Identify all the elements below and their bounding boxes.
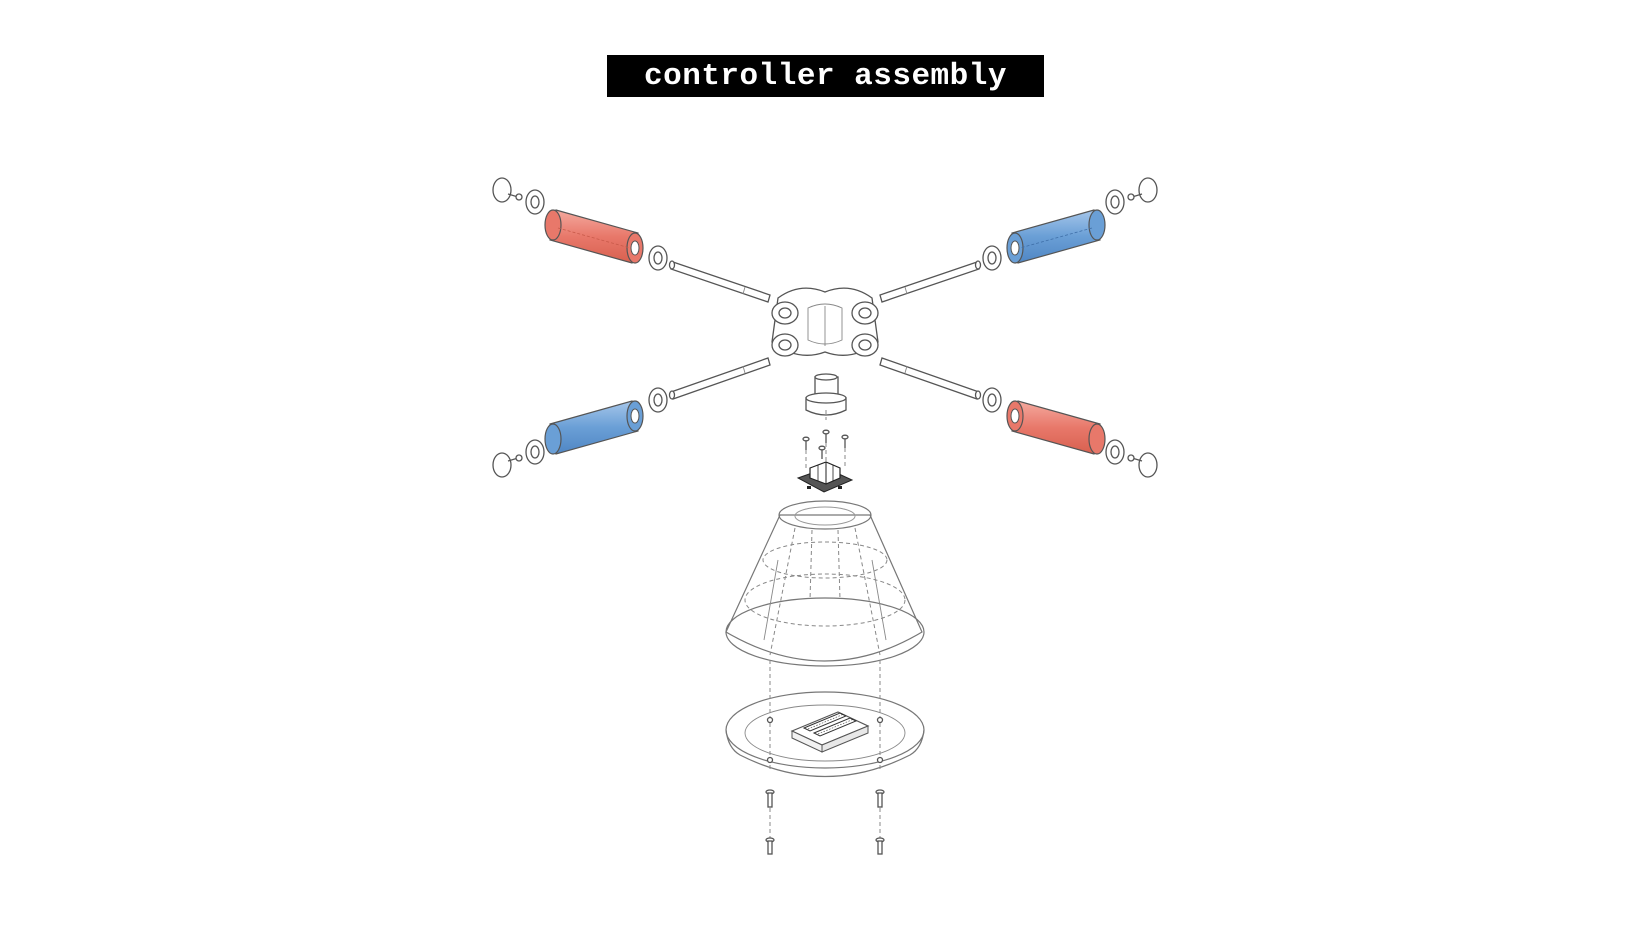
bearing-bottom-right-inner: [982, 387, 1002, 413]
blue-tube-top-right: [1006, 209, 1106, 264]
bearing-top-left-inner: [648, 245, 668, 271]
bearing-top-left-outer: [525, 189, 545, 215]
end-cap-top-right: [1127, 177, 1158, 203]
blue-tube-bottom-left: [544, 400, 644, 455]
end-cap-bottom-left: [492, 452, 523, 478]
bearing-bottom-left-outer: [525, 439, 545, 465]
base-screw-upper-right: [875, 789, 885, 808]
arm-top-left: [492, 177, 771, 303]
base-screw-lower-right: [875, 837, 885, 855]
shaft-adapter: [805, 373, 847, 420]
base-screw-upper-left: [765, 789, 775, 808]
bearing-top-right-outer: [1105, 189, 1125, 215]
breadboard: [790, 711, 870, 753]
end-cap-bottom-right: [1127, 452, 1158, 478]
bearing-bottom-left-inner: [648, 387, 668, 413]
base-screw-lower-left: [765, 837, 775, 855]
base-screws: [765, 789, 885, 855]
shaft-bottom-right: [879, 357, 982, 400]
bearing-top-right-inner: [982, 245, 1002, 271]
screw-a: [802, 436, 810, 470]
red-tube-top-left: [544, 209, 644, 264]
diagram-title: controller assembly: [644, 58, 1007, 94]
central-hub: [771, 287, 879, 357]
arm-top-right: [879, 177, 1158, 303]
end-cap-top-left: [492, 177, 523, 203]
screw-b: [822, 429, 830, 463]
screw-d: [818, 445, 826, 459]
cone-housing: [725, 500, 925, 667]
screw-c: [841, 434, 849, 468]
shaft-bottom-left: [668, 357, 771, 400]
small-screws: [802, 429, 849, 470]
sensor-board: [796, 461, 854, 493]
shaft-top-right: [879, 260, 982, 303]
shaft-top-left: [668, 260, 771, 303]
title-banner: controller assembly: [607, 55, 1044, 97]
bearing-bottom-right-outer: [1105, 439, 1125, 465]
arm-bottom-right: [879, 357, 1158, 478]
arm-bottom-left: [492, 357, 771, 478]
base-plate: [725, 660, 925, 778]
red-tube-bottom-right: [1006, 400, 1106, 455]
